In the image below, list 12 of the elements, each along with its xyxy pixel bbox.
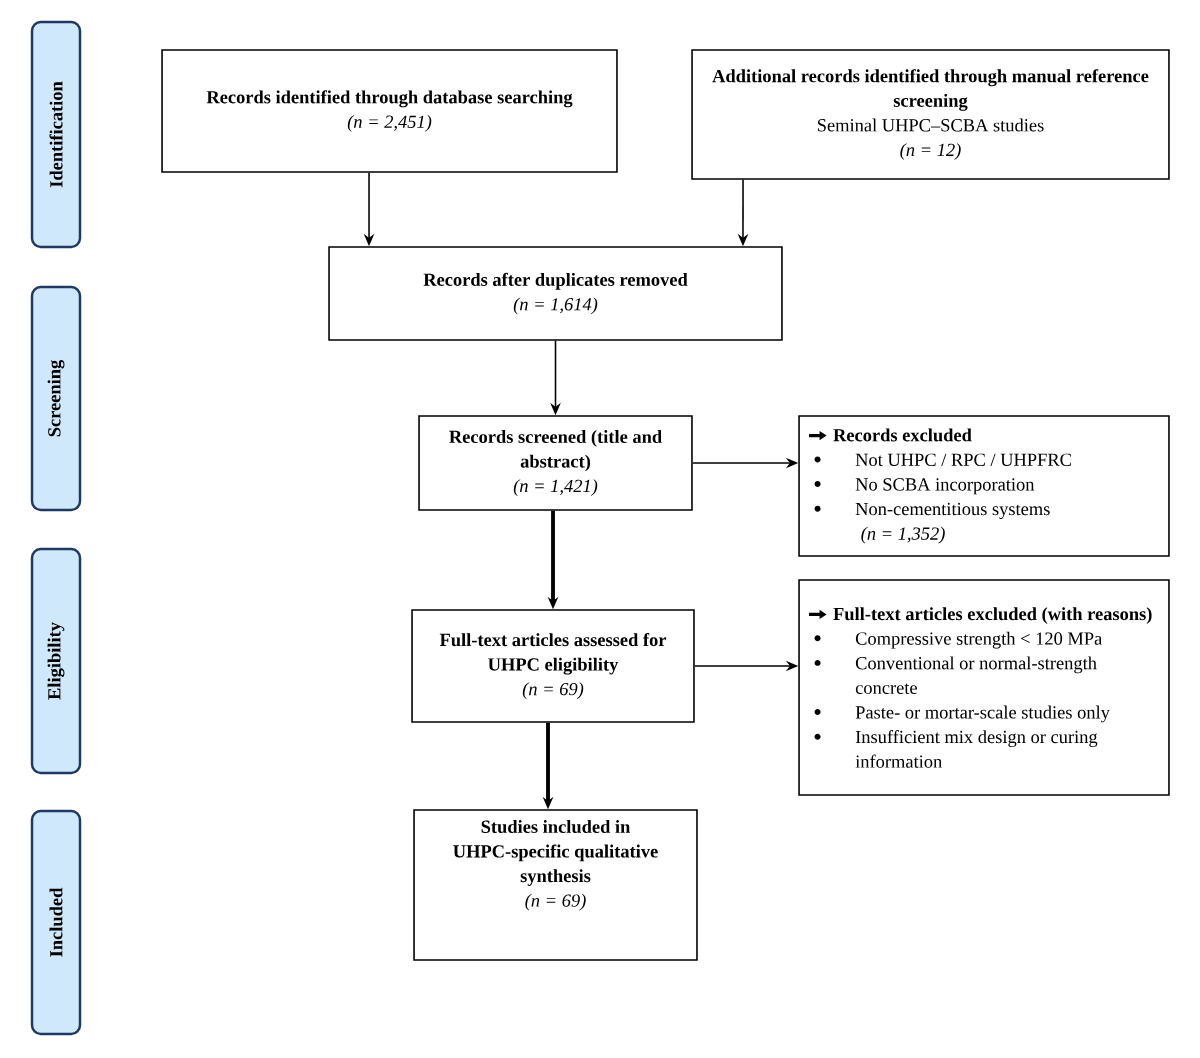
phase-band: Screening [30,285,82,512]
process-box: Full-text articles assessed for UHPC eligibility (n = 69) [411,609,695,723]
process-box: Additional records identified through manual reference screening Seminal UHPC–SCBA studies (n = 12) [691,49,1170,180]
process-box: Records identified through database searching (n = 2,451) [161,49,618,173]
process-box: Records screened (title and abstract) (n = 1,421) [418,415,693,511]
exclusion-box: Records excluded Not UHPC / RPC / UHPFRC No SCBA incorporation Non-cementitious systems (n = 1,352) [798,415,1170,557]
phase-band: Identification [30,20,82,249]
exclusion-box: Full-text articles excluded (with reasons) Compressive strength < 120 MPa Conventional or normal-strength concrete Paste- or mortar-scale studies only Insufficient mix design or curing information [798,579,1170,796]
phase-band: Included [30,809,82,1036]
phase-band: Eligibility [30,547,82,775]
process-box: Studies included in UHPC-specific qualitative synthesis (n = 69) [413,809,698,961]
process-box: Records after duplicates removed (n = 1,614) [328,246,783,341]
